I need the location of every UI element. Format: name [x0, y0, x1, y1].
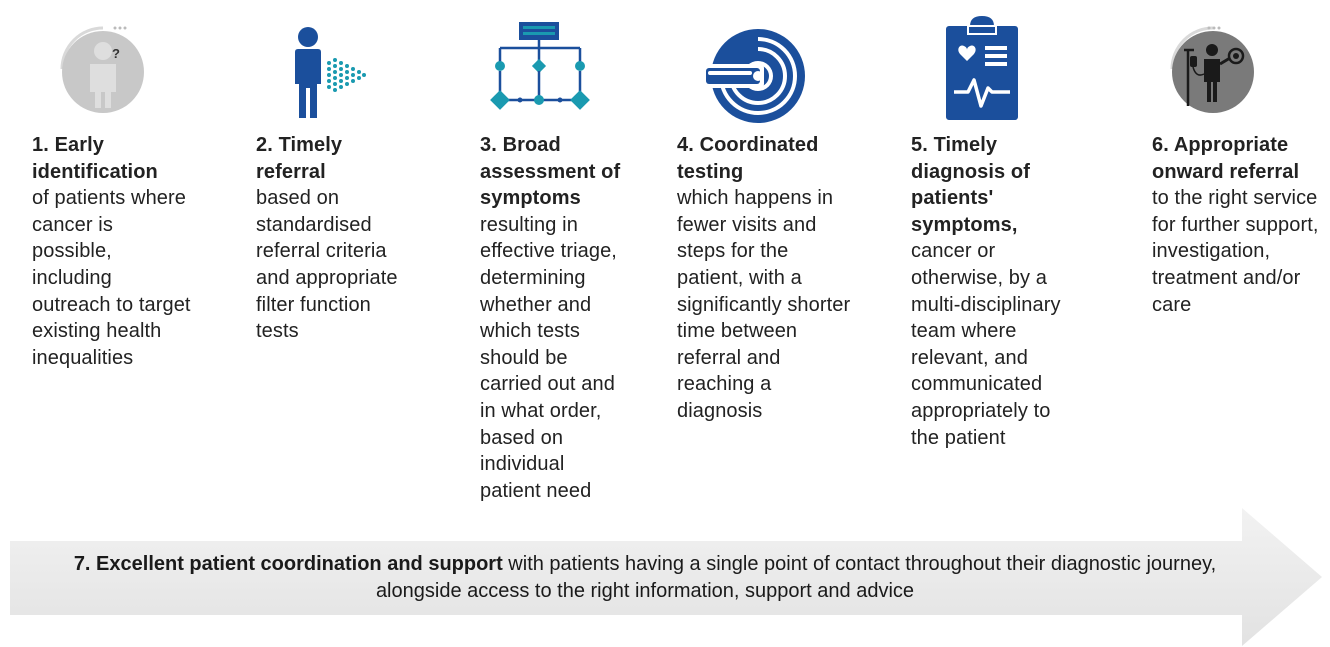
step-1-body: of patients where cancer is possible, in… — [32, 187, 191, 369]
step-5-body: cancer or otherwise, by a multi-discipli… — [911, 240, 1061, 449]
step-2-heading: 2. Timely referral — [256, 134, 343, 183]
banner-body: with patients having a single point of c… — [375, 553, 1217, 602]
step-3-heading: 3. Broad assessment of symptoms — [480, 134, 621, 210]
scanner-icon — [700, 14, 810, 124]
clipboard-heart-icon — [930, 14, 1040, 124]
step-4-body: which happens in fewer visits and steps … — [677, 187, 851, 422]
person-referral-icon — [284, 14, 394, 124]
patient-care-icon — [1158, 14, 1268, 124]
step-5-heading: 5. Timely diagnosis of patients' symptom… — [911, 134, 1030, 236]
patient-question-icon: ? — [48, 14, 158, 124]
step-1-heading: 1. Early identification — [32, 134, 158, 183]
step-3-body: resulting in effective triage, determini… — [480, 213, 617, 502]
coordination-banner: 7. Excellent patient coordination and su… — [30, 551, 1260, 605]
svg-text:?: ? — [112, 46, 120, 61]
coordination-arrow — [10, 508, 1322, 646]
step-4-heading: 4. Coordinated testing — [677, 134, 819, 183]
step-6-heading: 6. Appropriate onward referral — [1152, 134, 1300, 183]
step-6-body: to the right service for further support… — [1152, 187, 1319, 316]
step-2-body: based on standardised referral criteria … — [256, 187, 398, 343]
banner-heading: 7. Excellent patient coordination and su… — [73, 553, 503, 575]
flowchart-icon — [488, 14, 598, 124]
